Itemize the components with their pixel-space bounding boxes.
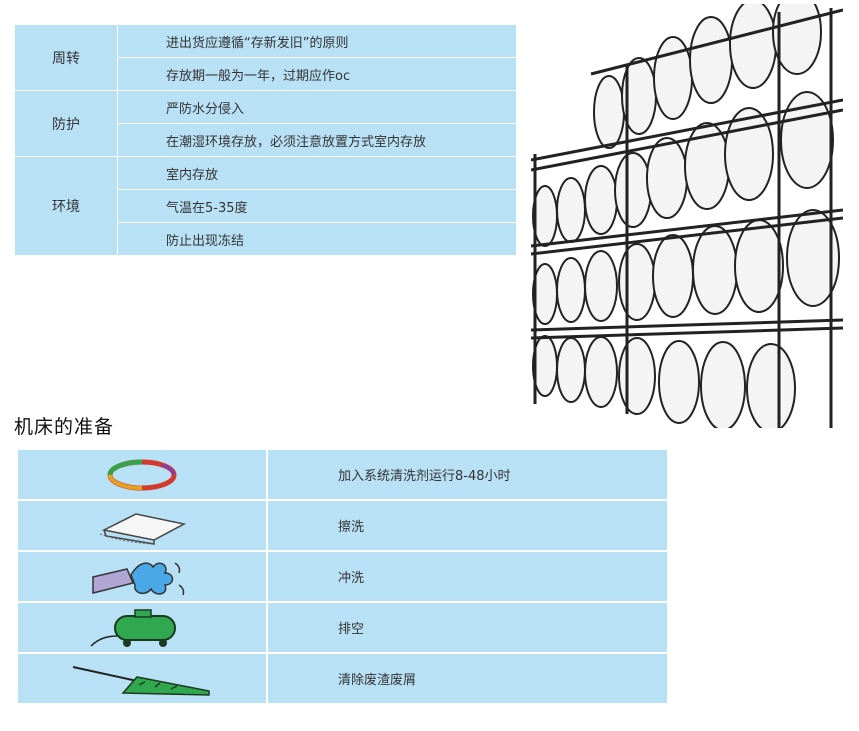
cleaning-ring-icon bbox=[107, 459, 177, 490]
debris-scraper-icon bbox=[72, 665, 210, 696]
icon-cell bbox=[16, 652, 268, 705]
machine-prep-table: 加入系统清洗剂运行8-48小时 擦洗 冲洗 bbox=[16, 448, 669, 705]
icon-cell bbox=[16, 499, 268, 552]
item-cell: 防止出现冻结 bbox=[117, 222, 517, 256]
table-row: 排空 bbox=[16, 601, 669, 654]
item-cell: 进出货应遵循“存新发旧”的原则 bbox=[117, 24, 517, 58]
icon-cell bbox=[16, 550, 268, 603]
step-text: 冲洗 bbox=[266, 550, 669, 603]
category-cell: 防护 bbox=[14, 90, 118, 157]
wiping-cloth-icon bbox=[99, 512, 187, 545]
storage-table: 周转 进出货应遵循“存新发旧”的原则 存放期一般为一年，过期应作oc 防护 严防… bbox=[14, 24, 517, 256]
item-cell: 存放期一般为一年，过期应作oc bbox=[117, 57, 517, 91]
barrel-rack-illustration bbox=[531, 4, 843, 428]
table-row: 防止出现冻结 bbox=[15, 222, 517, 256]
step-text: 加入系统清洗剂运行8-48小时 bbox=[266, 448, 669, 501]
table-row: 防护 严防水分侵入 bbox=[14, 90, 517, 157]
table-row: 在潮湿环境存放，必须注意放置方式室内存放 bbox=[15, 123, 517, 157]
icon-cell bbox=[16, 601, 268, 654]
water-spray-icon bbox=[92, 561, 185, 595]
category-cell: 周转 bbox=[14, 24, 118, 91]
table-row: 冲洗 bbox=[16, 550, 669, 603]
item-cell: 严防水分侵入 bbox=[117, 90, 517, 124]
table-row: 清除废渣废屑 bbox=[16, 652, 669, 705]
item-cell: 在潮湿环境存放，必须注意放置方式室内存放 bbox=[117, 123, 517, 157]
step-text: 排空 bbox=[266, 601, 669, 654]
table-row: 存放期一般为一年，过期应作oc bbox=[15, 57, 517, 91]
icon-cell bbox=[16, 448, 268, 501]
table-row: 环境 室内存放 bbox=[14, 156, 517, 256]
table-row: 加入系统清洗剂运行8-48小时 bbox=[16, 448, 669, 501]
category-cell: 环境 bbox=[14, 156, 118, 256]
item-cell: 气温在5-35度 bbox=[117, 189, 517, 223]
table-row: 擦洗 bbox=[16, 499, 669, 552]
item-cell: 室内存放 bbox=[117, 156, 517, 190]
step-text: 清除废渣废屑 bbox=[266, 652, 669, 705]
section-title: 机床的准备 bbox=[14, 416, 115, 438]
drain-tank-icon bbox=[90, 608, 176, 647]
step-text: 擦洗 bbox=[266, 499, 669, 552]
table-row: 周转 进出货应遵循“存新发旧”的原则 bbox=[14, 24, 517, 91]
